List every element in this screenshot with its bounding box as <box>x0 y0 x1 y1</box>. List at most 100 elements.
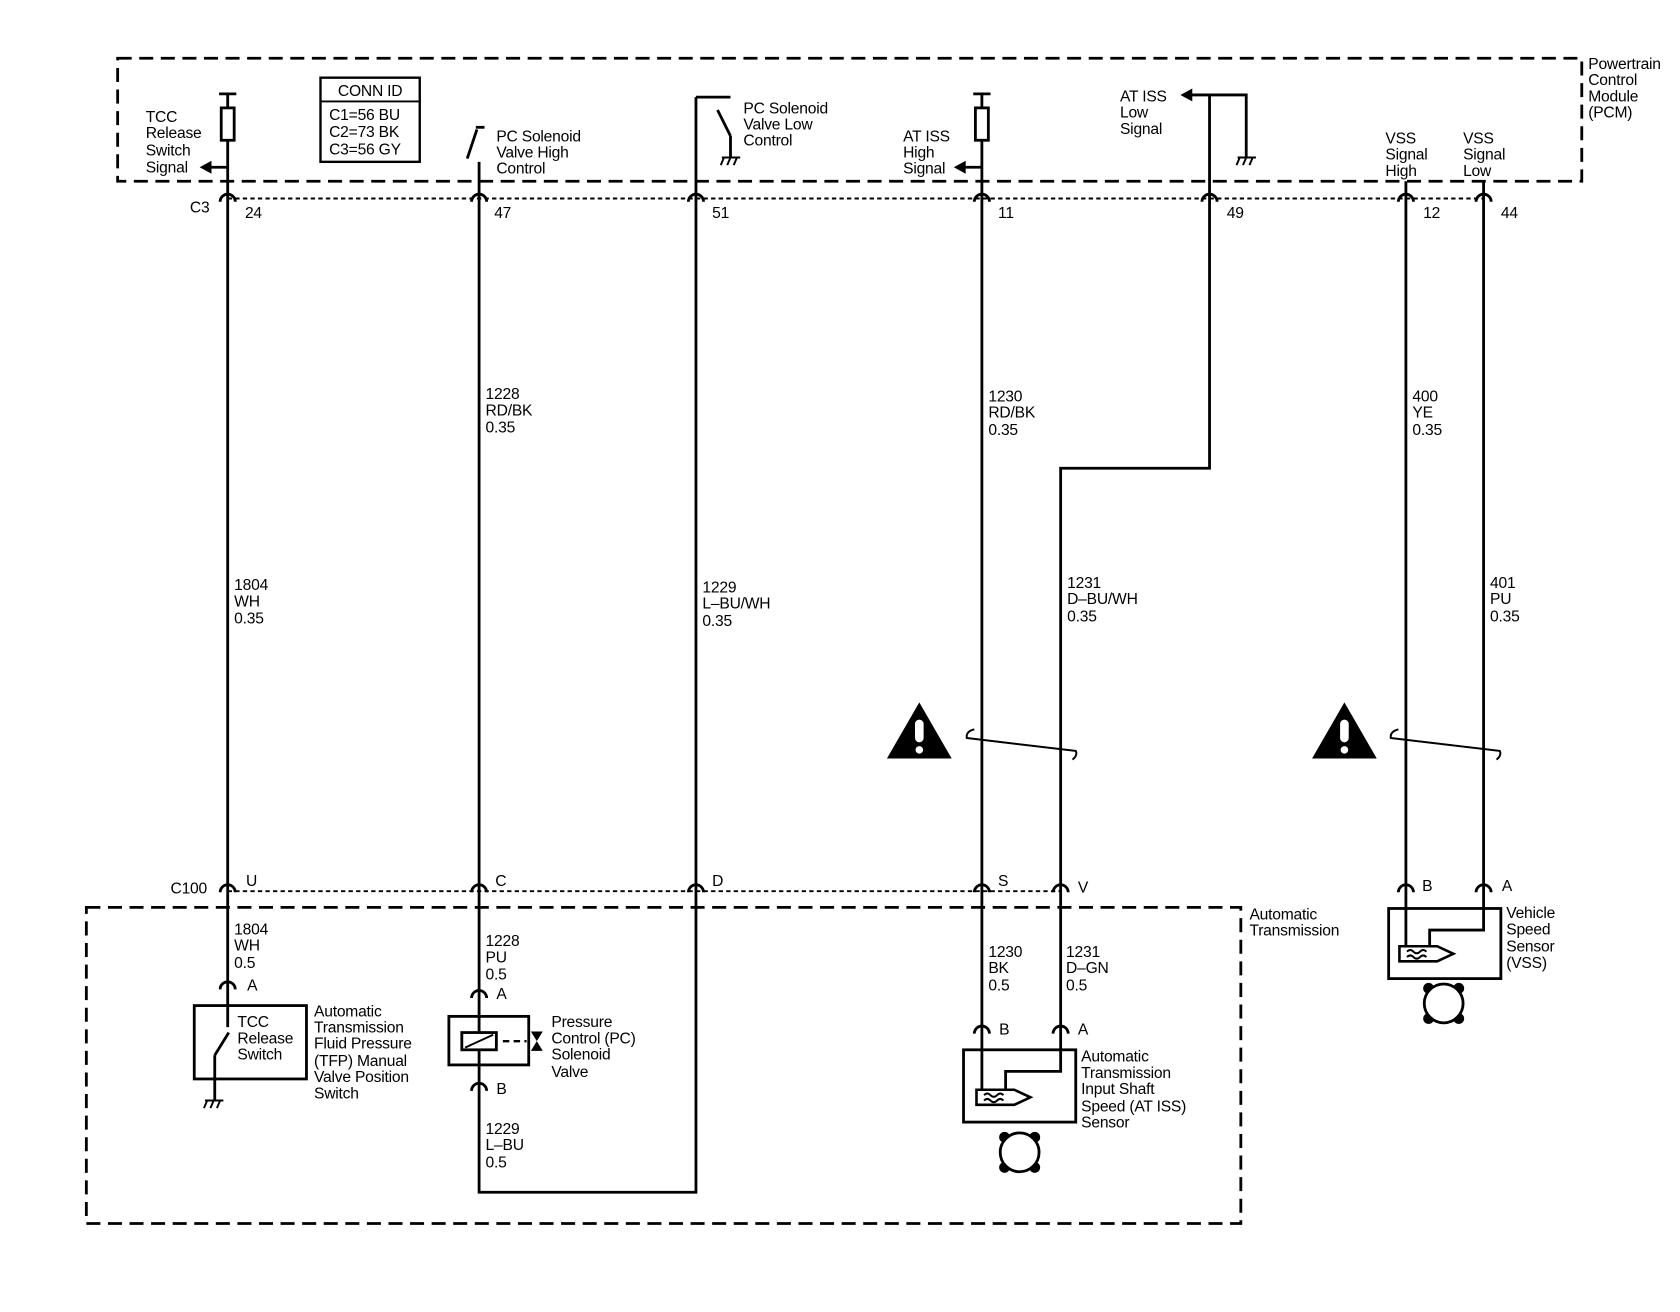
wire-gauge: 0.5 <box>988 977 1010 994</box>
component-label-line: Sensor <box>1081 1115 1129 1132</box>
circuit-label-line: AT ISS <box>1120 88 1167 105</box>
warning-triangle-icon <box>886 702 952 759</box>
arrow-left-icon <box>1180 88 1210 102</box>
connector-c3-name: C3 <box>190 200 210 217</box>
wire-circuit-number: 1229 <box>486 1121 520 1138</box>
circuit-label-line: Signal <box>1120 121 1162 138</box>
wire-circuit-number: 401 <box>1490 575 1515 592</box>
sensor-element-icon <box>975 1088 1034 1107</box>
resistor-icon <box>219 92 237 142</box>
ground-icon <box>1235 156 1256 166</box>
component-label-line: Valve Position <box>314 1069 409 1086</box>
component-label-line: Fluid Pressure <box>314 1036 412 1053</box>
circuit-label-line: Signal <box>1385 147 1427 164</box>
connector-pin-icon <box>687 192 705 202</box>
tone-wheel-icon <box>1422 982 1465 1025</box>
pin-letter: B <box>1422 878 1432 895</box>
pin-letter: C <box>495 873 506 890</box>
solenoid-coil-icon <box>460 1031 498 1052</box>
circuit-label-line: Switch <box>146 142 191 159</box>
pin-number: 47 <box>494 205 511 222</box>
connector-pin-icon <box>470 192 489 202</box>
pin-number: 24 <box>245 205 262 222</box>
vehicle-speed-sensor: B A Vehicle Speed Sensor (VSS) <box>1387 878 1555 1025</box>
connector-pin-icon <box>218 192 237 202</box>
wire-gauge: 0.35 <box>702 613 732 630</box>
circuit-label-line: High <box>1385 163 1416 180</box>
pin-letter: U <box>246 873 257 890</box>
tone-wheel-icon <box>998 1131 1041 1174</box>
at-iss-low-signal-label: AT ISS Low Signal <box>1120 88 1167 137</box>
wire-circuit-number: 400 <box>1412 388 1438 405</box>
component-label-line: Input Shaft <box>1081 1081 1155 1098</box>
pc-solenoid-valve-high-control-label: PC Solenoid Valve High Control <box>496 128 581 177</box>
wire-gauge: 0.5 <box>486 967 508 984</box>
pin-number: 11 <box>998 205 1014 222</box>
arrow-left-icon <box>199 160 228 174</box>
wire-circuit-number: 1230 <box>988 388 1022 405</box>
circuit-label-line: Valve High <box>496 145 568 162</box>
pin-letter: A <box>247 977 258 994</box>
wire-color-code: D–BU/WH <box>1067 591 1138 608</box>
circuit-label-line: Control <box>743 133 792 150</box>
pc-solenoid-valve-low-control-label: PC Solenoid Valve Low Control <box>743 100 828 149</box>
wire-circuit-number: 1228 <box>486 933 520 950</box>
ground-icon <box>203 1099 224 1109</box>
wire-color-code: YE <box>1412 405 1432 422</box>
connector-c100: C100 U C D S V <box>171 873 1090 898</box>
switch-icon <box>695 95 732 158</box>
connector-pin-icon <box>470 883 489 893</box>
wire-color-code: L–BU <box>486 1137 524 1154</box>
component-label-line: (TFP) Manual <box>314 1053 407 1070</box>
vss-body <box>1387 907 1503 981</box>
pin-letter: A <box>1078 1022 1089 1039</box>
pin-number: 44 <box>1501 205 1518 222</box>
circuit-label-line: Valve Low <box>743 116 813 133</box>
circuit-label-line: Signal <box>1463 147 1505 164</box>
automatic-transmission: Automatic Transmission <box>84 905 1339 1225</box>
connector-c100-name: C100 <box>171 880 208 897</box>
wire-gauge: 0.35 <box>486 420 516 437</box>
circuit-label-line: TCC <box>146 109 177 126</box>
component-label-line: Transmission <box>1081 1065 1171 1082</box>
pin-letter: V <box>1078 879 1089 896</box>
component-label-line: Speed <box>1506 921 1550 938</box>
transmission-title-line: Transmission <box>1249 922 1339 939</box>
warning-triangle-icon <box>1312 702 1377 759</box>
connector-pin-icon <box>218 980 237 990</box>
circuit-label-line: Low <box>1120 105 1149 122</box>
component-label-line: Sensor <box>1506 939 1554 956</box>
conn-id-table: CONN ID C1=56 BU C2=73 BK C3=56 GY <box>319 76 421 164</box>
wire-401 <box>1428 181 1485 947</box>
pcm-title-line: Powertrain <box>1588 56 1661 73</box>
wire-color-code: WH <box>234 593 260 610</box>
wire-circuit-number: 1230 <box>988 944 1022 961</box>
component-label-line: Speed (AT ISS) <box>1081 1098 1186 1115</box>
wire-gauge: 0.35 <box>988 422 1018 439</box>
ground-icon <box>719 156 741 166</box>
circuit-label-line: High <box>903 145 934 162</box>
pin-letter: B <box>999 1022 1009 1039</box>
component-label-line: Automatic <box>314 1003 382 1020</box>
conn-id-row: C1=56 BU <box>329 107 400 124</box>
connector-pin-icon <box>687 883 705 893</box>
connector-pin-icon <box>1396 192 1415 202</box>
pcm-title-line: Module <box>1588 88 1638 105</box>
wire-color-code: PU <box>1490 591 1511 608</box>
wire-1229 <box>477 97 698 1194</box>
pin-number: 49 <box>1227 205 1244 222</box>
pin-number: 12 <box>1423 205 1440 222</box>
wire-gauge: 0.35 <box>1067 608 1097 625</box>
connector-pin-icon <box>1051 1024 1070 1034</box>
ground-return-line <box>1209 93 1248 158</box>
sensor-element-icon <box>1398 944 1457 963</box>
tcc-release-switch-signal-label: TCC Release Switch Signal <box>146 109 202 177</box>
wire-circuit-number: 1804 <box>234 921 268 938</box>
wire-gauge: 0.5 <box>234 955 256 972</box>
connector-pin-icon <box>972 192 991 202</box>
circuit-label-line: VSS <box>1385 130 1416 147</box>
pc-solenoid-body <box>447 1014 531 1067</box>
connector-pin-icon <box>470 989 489 999</box>
circuit-label-line: AT ISS <box>903 128 950 145</box>
wire-gauge: 0.35 <box>1412 422 1442 439</box>
